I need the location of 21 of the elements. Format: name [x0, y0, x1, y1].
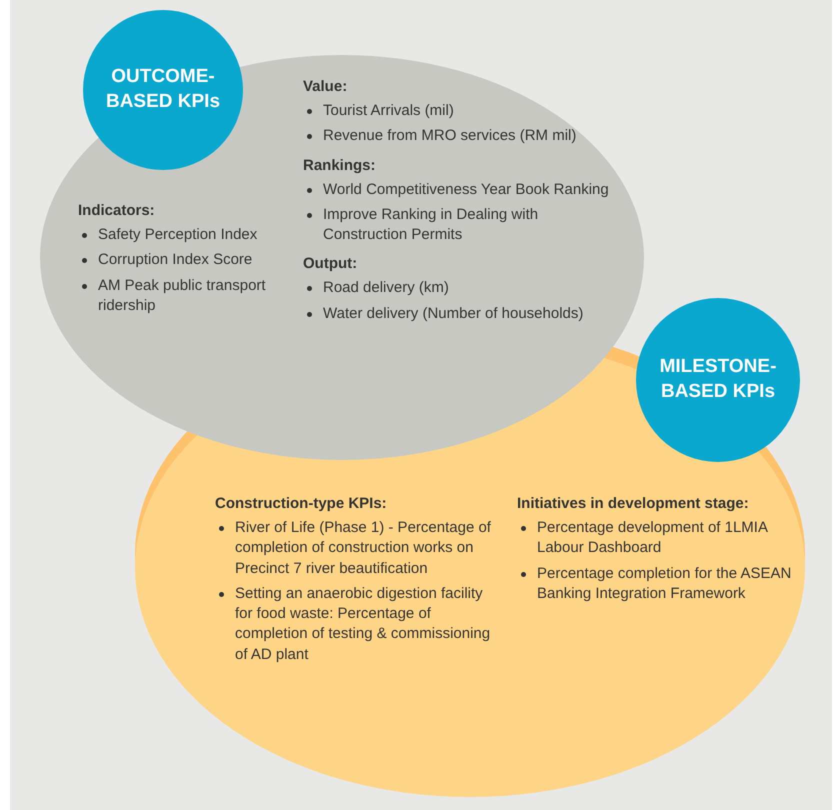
- section-heading: Construction-type KPIs:: [215, 495, 388, 512]
- category-title: MILESTONE-BASED KPIs: [658, 355, 778, 404]
- bullet-item: World Competitiveness Year Book Ranking: [303, 180, 623, 200]
- bullet-item: Improve Ranking in Dealing with Construction Permits: [303, 204, 623, 246]
- bullet-item: Corruption Index Score: [78, 250, 293, 270]
- bullet-item: Tourist Arrivals (mil): [303, 101, 623, 122]
- bullet-item: Safety Perception Index: [78, 225, 293, 246]
- category-title: OUTCOME-BASED KPIs: [104, 65, 222, 114]
- bullet-item: Setting an anaerobic digestion facility for food waste: Percentage of completion of testing & commissioning of AD plant: [215, 584, 500, 665]
- section-heading: Value:: [303, 78, 348, 95]
- section-heading: Indicators:: [78, 202, 156, 219]
- section-heading: Rankings:: [303, 156, 377, 174]
- bullet-item: AM Peak public transport ridership: [78, 276, 293, 316]
- bullet-item: River of Life (Phase 1) - Percentage of completion of construction works on Precinct 7 river beautification: [215, 518, 500, 579]
- bullet-item: Percentage development of 1LMIA Labour Dashboard: [517, 518, 792, 558]
- bullet-item: Percentage completion for the ASEAN Banking Integration Framework: [517, 564, 792, 604]
- bullet-item: Revenue from MRO services (RM mil): [303, 126, 623, 146]
- section-heading: Initiatives in development stage:: [517, 495, 750, 512]
- section-heading: Output:: [303, 255, 358, 272]
- bullet-item: Water delivery (Number of households): [303, 304, 623, 324]
- bullet-item: Road delivery (km): [303, 278, 623, 298]
